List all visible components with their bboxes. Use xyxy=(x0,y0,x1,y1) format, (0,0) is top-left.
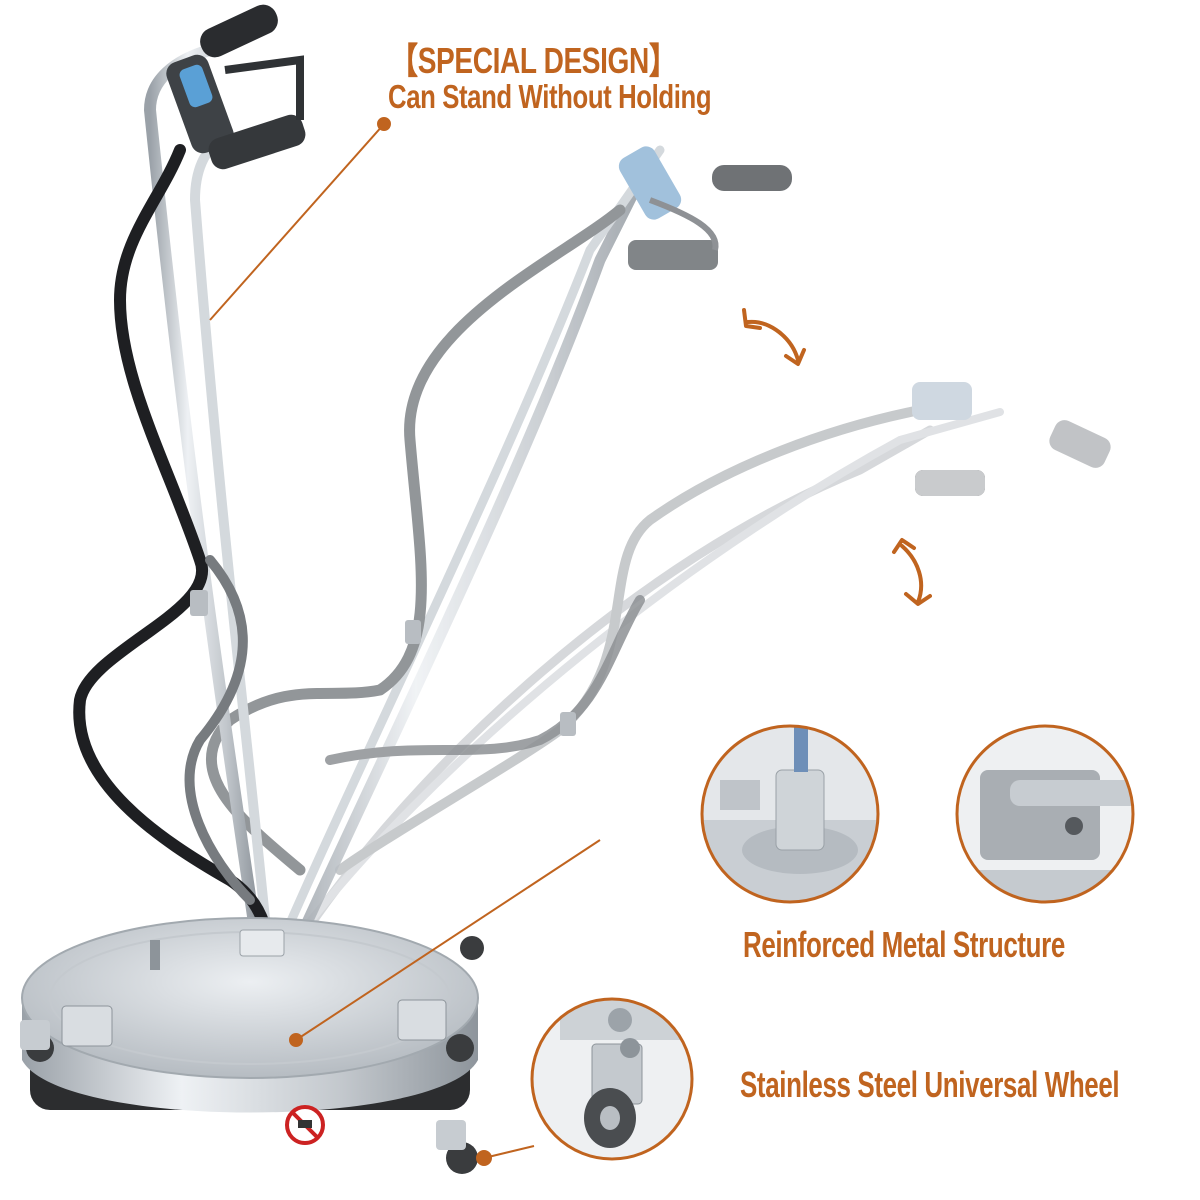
curved-double-arrow-icon xyxy=(892,538,932,606)
cleaner-base xyxy=(20,917,484,1174)
curved-double-arrow-icon xyxy=(742,308,806,366)
handle-position-upright xyxy=(73,4,576,966)
detail-hinge xyxy=(955,724,1135,904)
callout-leaders xyxy=(209,117,601,1166)
special-design-title: 【SPECIAL DESIGN】 xyxy=(390,40,677,81)
detail-metal-structure xyxy=(700,724,880,904)
universal-wheel-label: Stainless Steel Universal Wheel xyxy=(740,1064,1120,1105)
detail-universal-wheel xyxy=(530,997,694,1161)
handle-position-mid xyxy=(205,145,792,966)
handle-position-low xyxy=(284,382,1111,954)
special-design-subtitle: Can Stand Without Holding xyxy=(388,78,712,115)
metal-structure-label: Reinforced Metal Structure xyxy=(743,924,1065,965)
no-hands-warning-icon xyxy=(285,1105,325,1145)
